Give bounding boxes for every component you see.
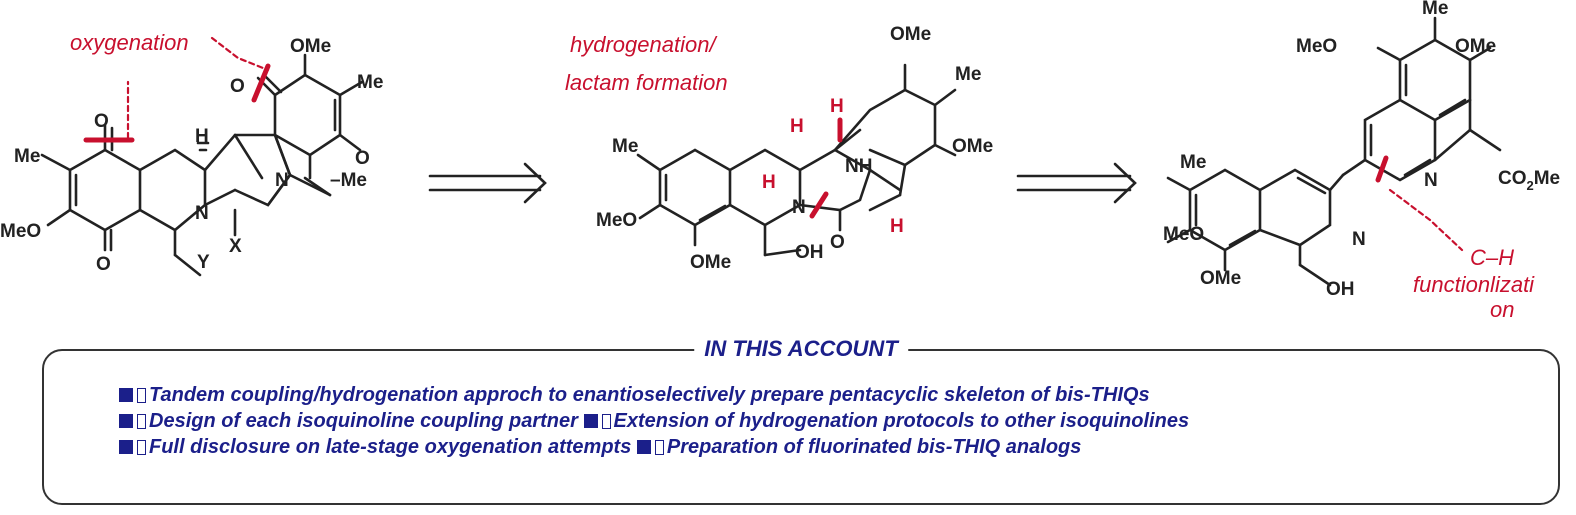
m3-co2me-co: CO: [1498, 168, 1527, 189]
molecule-2-labels: hydrogenation/ lactam formation OMe Me M…: [565, 24, 993, 273]
hydrogenation-annotation-line2: lactam formation: [565, 70, 728, 95]
m1-ome-top: OMe: [290, 36, 331, 57]
molecule-3-bis-isoquinoline: [1166, 16, 1502, 287]
m3-n-top: N: [1424, 170, 1438, 191]
retro-arrow-2: [1016, 162, 1137, 204]
m1-x-label: X: [229, 236, 242, 257]
account-item-2: Design of each isoquinoline coupling par…: [149, 410, 578, 432]
m1-me-left: Me: [14, 146, 40, 167]
hydrogenation-annotation-line1: hydrogenation/: [570, 32, 717, 57]
m2-ome-bottom: OMe: [690, 252, 731, 273]
m1-o-bottom: O: [96, 254, 111, 275]
square-bullet-icon: [583, 414, 598, 428]
m2-h-left: H: [790, 116, 804, 137]
m3-n-bottom: N: [1352, 229, 1366, 250]
m2-n-ring: N: [792, 197, 806, 218]
m3-me-left: Me: [1180, 152, 1206, 173]
square-bullet-icon: [636, 440, 651, 454]
m2-me-right: Me: [955, 64, 981, 85]
m3-meo-left: MeO: [1163, 224, 1204, 245]
m1-y-label: Y: [197, 252, 210, 273]
retrosynthesis-scheme: oxygenation OMe Me O O H O Me N –Me MeO …: [0, 0, 1560, 320]
m3-me-top: Me: [1422, 0, 1448, 19]
missing-glyph-icon: [654, 440, 664, 455]
account-item-4: Full disclosure on late-stage oxygenatio…: [149, 436, 632, 458]
m2-meo-left: MeO: [596, 210, 637, 231]
m3-co2me-tail: Me: [1534, 168, 1560, 189]
account-summary-box: IN THIS ACCOUNT Tandem coupling/hydrogen…: [42, 336, 1560, 505]
missing-glyph-icon: [137, 388, 146, 403]
m1-n-bridge: N: [275, 170, 289, 191]
m2-me-left: Me: [612, 136, 638, 157]
square-bullet-icon: [119, 440, 133, 454]
m3-meo-top: MeO: [1296, 36, 1337, 57]
square-bullet-icon: [119, 414, 133, 428]
m1-o-left-oxygenated: O: [94, 111, 109, 132]
molecule-2-disconnections: [809, 117, 843, 219]
m1-h-label: H: [195, 126, 209, 147]
account-item-3: Extension of hydrogenation protocols to …: [613, 410, 1190, 432]
m2-ome-top: OMe: [890, 24, 931, 45]
account-line-2: Design of each isoquinoline coupling par…: [119, 408, 1189, 434]
oxygenation-annotation: oxygenation: [70, 30, 189, 55]
missing-glyph-icon: [601, 414, 611, 429]
account-line-3: Full disclosure on late-stage oxygenatio…: [119, 434, 1189, 460]
molecule-2-intermediate: [636, 63, 957, 257]
molecule-1-oxygenation-marks: [83, 36, 271, 143]
account-title: IN THIS ACCOUNT: [694, 336, 908, 362]
ch-annotation-line1: C–H: [1470, 245, 1514, 270]
m3-oh: OH: [1326, 279, 1355, 300]
square-bullet-icon: [119, 388, 133, 402]
m2-nh: NH: [845, 156, 872, 177]
account-line-1: Tandem coupling/hydrogenation approch to…: [119, 382, 1189, 408]
m1-me-right: Me: [357, 72, 383, 93]
m3-co2me-sub: 2: [1527, 178, 1534, 193]
m2-h-bottom: H: [762, 172, 776, 193]
account-item-1: Tandem coupling/hydrogenation approch to…: [149, 384, 1150, 406]
m1-meo-left: MeO: [0, 221, 41, 242]
m3-ome-top: OMe: [1455, 36, 1496, 57]
m3-co2me: CO2Me: [1498, 168, 1560, 193]
m2-o-lactam: O: [830, 232, 845, 253]
ch-annotation-line2: functionlizati: [1413, 272, 1535, 297]
m1-o-oxygenated: O: [230, 76, 245, 97]
molecule-3-ch-marks: [1375, 155, 1464, 252]
ch-annotation-line3: on: [1490, 297, 1514, 320]
retro-arrow-1: [428, 162, 547, 204]
m2-h-top: H: [830, 96, 844, 117]
m3-ome-bottom: OMe: [1200, 268, 1241, 289]
missing-glyph-icon: [137, 440, 146, 455]
account-item-5: Preparation of fluorinated bis-THIQ anal…: [666, 436, 1082, 458]
m1-o-right: O: [355, 148, 370, 169]
m1-n-ring: N: [195, 203, 209, 224]
molecule-3-labels: Me MeO OMe Me N CO2Me MeO N OMe OH C–H f…: [1163, 0, 1560, 320]
m2-oh: OH: [795, 242, 824, 263]
molecule-1-labels: oxygenation OMe Me O O H O Me N –Me MeO …: [0, 30, 383, 275]
account-bullet-list: Tandem coupling/hydrogenation approch to…: [119, 382, 1189, 460]
missing-glyph-icon: [137, 414, 146, 429]
m2-h-right: H: [890, 216, 904, 237]
m1-n-me: –Me: [330, 170, 367, 191]
m2-ome-right: OMe: [952, 136, 993, 157]
molecule-1-target: [40, 53, 364, 277]
